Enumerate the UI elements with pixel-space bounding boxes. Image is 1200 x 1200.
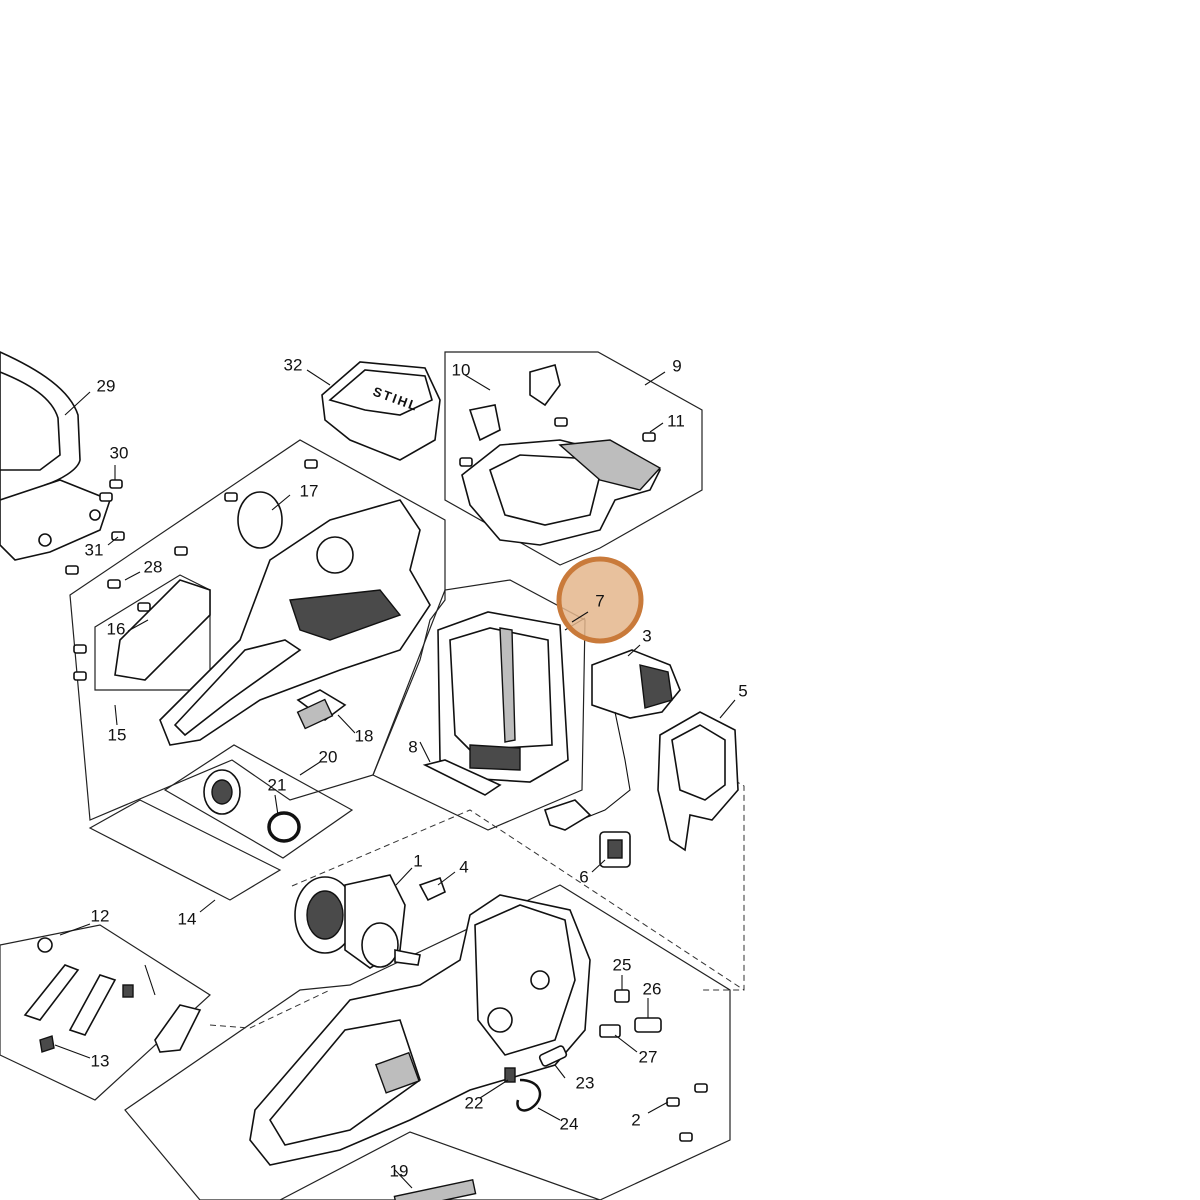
callout-18: 18 — [355, 726, 374, 745]
callout-3: 3 — [642, 626, 651, 645]
callout-31: 31 — [85, 540, 104, 559]
screws — [65, 417, 708, 1142]
callout-9: 9 — [672, 356, 681, 375]
callout-29: 29 — [97, 376, 116, 395]
callout-22: 22 — [465, 1093, 484, 1112]
callout-23: 23 — [576, 1073, 595, 1092]
callout-17: 17 — [300, 481, 319, 500]
callout-10: 10 — [452, 360, 471, 379]
part-fittings — [504, 989, 662, 1112]
group-20-outline — [163, 744, 354, 859]
callout-labels: 1 2 3 4 5 6 8 9 10 11 12 13 14 15 16 17 … — [85, 355, 748, 1180]
callout-11: 11 — [667, 411, 685, 430]
callout-13: 13 — [91, 1051, 110, 1070]
group-2-outline — [124, 884, 731, 1200]
callout-25: 25 — [613, 955, 632, 974]
callout-15: 15 — [108, 725, 127, 744]
dashed-connector-12 — [209, 989, 331, 1029]
callout-21: 21 — [268, 775, 287, 794]
part-throttle-set — [23, 937, 202, 1053]
group-14b-outline — [88, 799, 282, 901]
callout-4: 4 — [459, 857, 468, 876]
dashed-connector-14 — [291, 809, 745, 991]
callout-2: 2 — [631, 1110, 640, 1129]
part-cap-and-ring — [203, 769, 301, 843]
callout-5: 5 — [738, 681, 747, 700]
part-clip — [418, 876, 446, 902]
callout-14: 14 — [178, 909, 197, 928]
group-9-outline — [444, 351, 703, 566]
group-12-outline — [0, 924, 211, 1101]
part-switch — [543, 799, 631, 868]
leader-lines — [54, 369, 736, 1189]
part-bottom-label — [279, 1131, 601, 1200]
callout-7[interactable]: 7 — [595, 591, 604, 610]
callout-1: 1 — [413, 851, 422, 870]
highlight-circle[interactable] — [556, 556, 644, 644]
callout-20: 20 — [319, 747, 338, 766]
part-side-guard — [657, 711, 739, 852]
part-main-housing — [249, 894, 591, 1166]
part-motor — [294, 874, 421, 969]
callout-16: 16 — [107, 619, 126, 638]
callout-26: 26 — [643, 979, 662, 998]
callout-30: 30 — [110, 443, 129, 462]
group-14-outline — [69, 439, 446, 821]
group-16-outline — [94, 574, 211, 691]
part-ignition-module — [579, 649, 681, 821]
part-top-cover: STIHL — [321, 361, 441, 461]
callout-28: 28 — [144, 557, 163, 576]
part-chain-housing — [114, 491, 431, 746]
callout-8: 8 — [408, 737, 417, 756]
callout-6: 6 — [579, 867, 588, 886]
callout-12: 12 — [91, 906, 110, 925]
part-frame — [422, 611, 569, 796]
callout-19: 19 — [390, 1161, 409, 1180]
callout-27: 27 — [639, 1047, 658, 1066]
part-shroud — [461, 364, 662, 546]
part-warning-label — [296, 689, 347, 730]
part-handlebar — [0, 351, 111, 561]
highlighted-callout-7[interactable]: 7 — [556, 556, 644, 644]
callout-32: 32 — [284, 355, 303, 374]
callout-24: 24 — [560, 1114, 579, 1133]
